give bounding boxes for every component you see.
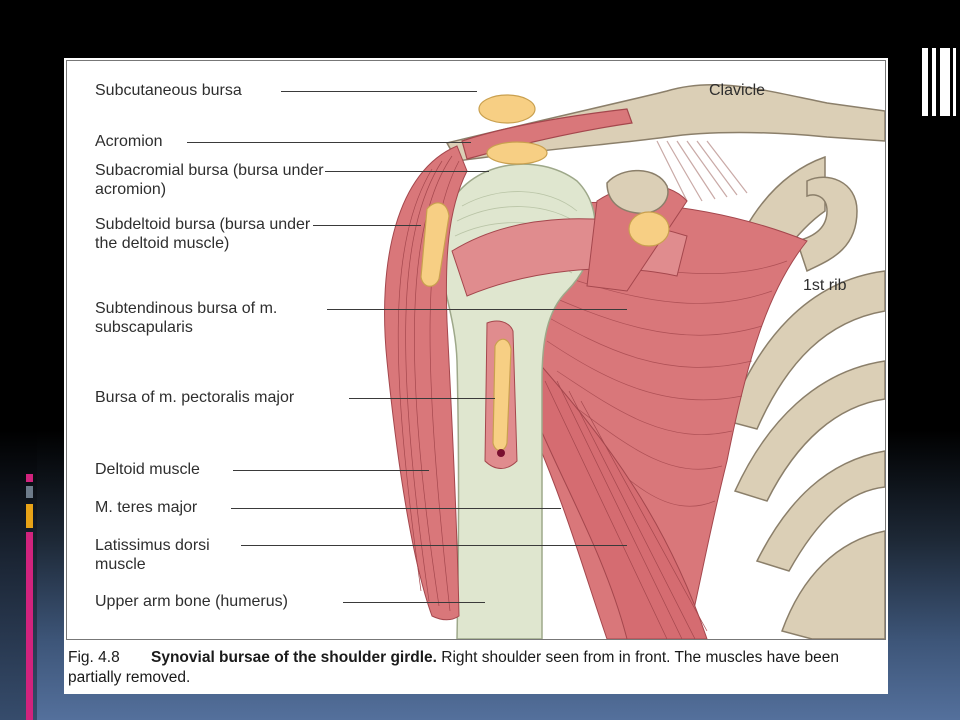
label-humerus: Upper arm bone (humerus) [95, 593, 288, 610]
leader-teres-major [231, 508, 561, 509]
label-bursa-pectoralis: Bursa of m. pectoralis major [95, 389, 295, 406]
latissimus-dorsi-muscle [536, 359, 708, 639]
caption-title: Synovial bursae of the shoulder girdle. [151, 649, 437, 666]
leader-subcutaneous-bursa [281, 91, 477, 92]
leader-subtendinous-bursa [327, 309, 627, 310]
bursae [420, 94, 670, 452]
subacromial-bursa [486, 141, 548, 165]
corner-bars-decoration [920, 48, 960, 116]
label-clavicle: Clavicle [709, 82, 766, 99]
figure-caption: Fig. 4.8 Synovial bursae of the shoulder … [68, 648, 886, 688]
leader-subacromial-bursa [325, 171, 489, 172]
illustration-plate: Subcutaneous bursa Clavicle Acromion Sub… [66, 60, 886, 640]
subtendinous-bursa [628, 211, 670, 247]
subdeltoid-bursa [420, 202, 450, 287]
label-deltoid-muscle: Deltoid muscle [95, 461, 200, 478]
label-first-rib: 1st rib [803, 277, 847, 294]
anatomy-figure: Subcutaneous bursa Clavicle Acromion Sub… [64, 58, 888, 694]
leader-bursa-pectoralis [349, 398, 495, 399]
caption-text: Right shoulder seen from in front. The m… [68, 649, 840, 686]
deltoid-muscle [384, 145, 468, 621]
leader-humerus [343, 602, 485, 603]
label-acromion: Acromion [95, 133, 163, 150]
leader-subdeltoid-bursa [313, 225, 421, 226]
label-subacromial-bursa: Subacromial bursa (bursa under acromion) [95, 162, 324, 198]
label-subtendinous-bursa: Subtendinous bursa of m. subscapularis [95, 300, 278, 336]
leader-acromion [187, 142, 471, 143]
leader-deltoid-muscle [233, 470, 429, 471]
caption-figure-number: Fig. 4.8 [68, 649, 120, 666]
label-latissimus-dorsi: Latissimus dorsi muscle [95, 537, 210, 573]
left-strip-decoration [22, 474, 36, 720]
clavicle-bone [445, 83, 885, 162]
shoulder-illustration [384, 83, 885, 639]
leader-latissimus-dorsi [241, 545, 627, 546]
subcutaneous-bursa [478, 94, 536, 124]
label-subcutaneous-bursa: Subcutaneous bursa [95, 82, 242, 99]
pectoralis-bursa [492, 338, 512, 452]
label-subdeltoid-bursa: Subdeltoid bursa (bursa under the deltoi… [95, 216, 311, 252]
ligaments [656, 140, 748, 202]
label-teres-major: M. teres major [95, 499, 198, 516]
